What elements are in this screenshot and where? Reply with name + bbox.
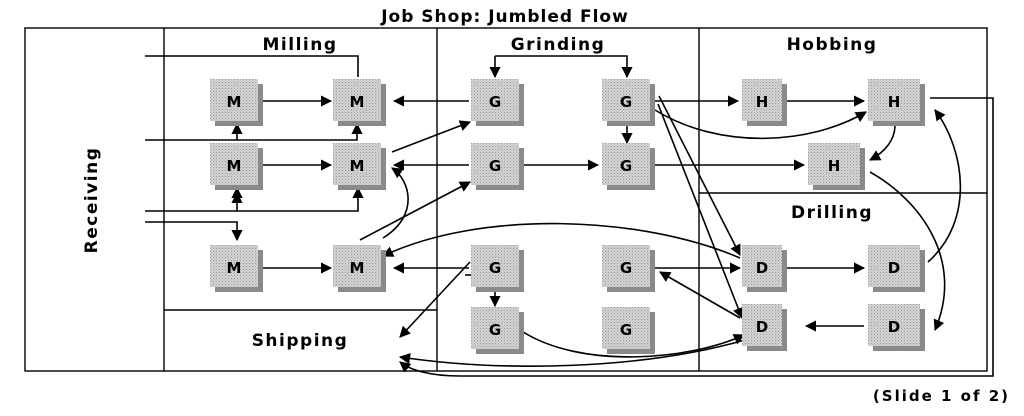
machine-label: H	[888, 93, 901, 111]
machine-label: M	[227, 259, 242, 277]
area-label-hobbing: Hobbing	[787, 35, 878, 55]
slide-footer: (Slide 1 of 2)	[873, 387, 1010, 405]
machine-g7[interactable]: G	[471, 307, 524, 354]
edge-h2-return	[460, 97, 994, 377]
edge-receiving-to-m2-up	[237, 122, 363, 141]
machine-label: G	[620, 157, 632, 175]
area-label-drilling: Drilling	[791, 203, 873, 223]
flow-edges	[145, 55, 994, 377]
edge-receiving-to-m5	[145, 221, 243, 242]
machine-h1[interactable]: H	[742, 79, 787, 126]
machine-label: G	[620, 321, 632, 339]
machine-label: M	[350, 259, 365, 277]
edge-d3-shipping	[398, 339, 746, 367]
machine-d1[interactable]: D	[742, 245, 787, 292]
edge-g7-d3-curve	[519, 329, 746, 358]
machine-g8[interactable]: G	[602, 307, 655, 354]
edge-receiving-to-m2	[145, 55, 359, 77]
machine-layer: M M M M M M G G	[210, 79, 925, 354]
edge-d3-g6	[659, 271, 741, 319]
diagram-title: Job Shop: Jumbled Flow	[380, 7, 629, 27]
machine-label: D	[888, 318, 900, 336]
machine-label: H	[756, 93, 769, 111]
edge-g2-h2-curve	[654, 109, 867, 140]
area-label-milling: Milling	[263, 35, 338, 55]
area-label-receiving: Receiving	[82, 147, 102, 254]
machine-m1[interactable]: M	[210, 79, 263, 126]
machine-label: G	[620, 259, 632, 277]
machine-d3[interactable]: D	[742, 304, 787, 351]
area-label-shipping: Shipping	[252, 331, 349, 351]
machine-label: D	[888, 259, 900, 277]
edge-g5-shipping	[399, 261, 471, 338]
edge-h3-d4-curve	[869, 171, 946, 332]
machine-h2[interactable]: H	[868, 79, 925, 126]
machine-label: M	[350, 93, 365, 111]
machine-label: G	[620, 93, 632, 111]
machine-label: G	[489, 157, 501, 175]
edge-m4-g1	[391, 120, 472, 153]
edge-g2-d1	[658, 95, 741, 256]
outer-frame	[24, 27, 988, 372]
machine-label: D	[756, 318, 768, 336]
layout-frames	[24, 27, 988, 372]
machine-g5[interactable]: G	[471, 245, 524, 292]
machine-m2[interactable]: M	[333, 79, 386, 126]
machine-label: M	[227, 157, 242, 175]
edge-d2-h2-curve	[927, 109, 962, 263]
edge-h2-h3	[869, 124, 896, 161]
edge-top-to-g2	[558, 55, 633, 79]
edge-m6-m4-curve	[382, 167, 409, 239]
edge-g2-d3	[657, 103, 744, 320]
machine-g6[interactable]: G	[602, 245, 655, 292]
edge-d1-m6-curve	[381, 222, 741, 259]
machine-m5[interactable]: M	[210, 245, 263, 292]
machine-g2[interactable]: G	[602, 79, 655, 126]
machine-m6[interactable]: M	[333, 245, 386, 292]
machine-label: G	[489, 93, 501, 111]
machine-m3[interactable]: M	[210, 143, 263, 190]
area-label-grinding: Grinding	[511, 35, 606, 55]
machine-label: D	[756, 259, 768, 277]
machine-label: M	[350, 157, 365, 175]
machine-g1[interactable]: G	[471, 79, 524, 126]
machine-label: H	[828, 157, 841, 175]
machine-d4[interactable]: D	[868, 304, 925, 351]
machine-d2[interactable]: D	[868, 245, 925, 292]
machine-label: G	[489, 259, 501, 277]
edge-receiving-to-m4	[145, 186, 364, 212]
machine-h3[interactable]: H	[808, 143, 865, 190]
machine-label: G	[489, 321, 501, 339]
machine-label: M	[227, 93, 242, 111]
edge-receiving-to-m1	[145, 122, 243, 141]
edge-m6-g3	[359, 181, 471, 241]
edge-return-shipping	[399, 361, 461, 377]
machine-g4[interactable]: G	[602, 143, 655, 190]
machine-m4[interactable]: M	[333, 143, 386, 190]
machine-g3[interactable]: G	[471, 143, 524, 190]
